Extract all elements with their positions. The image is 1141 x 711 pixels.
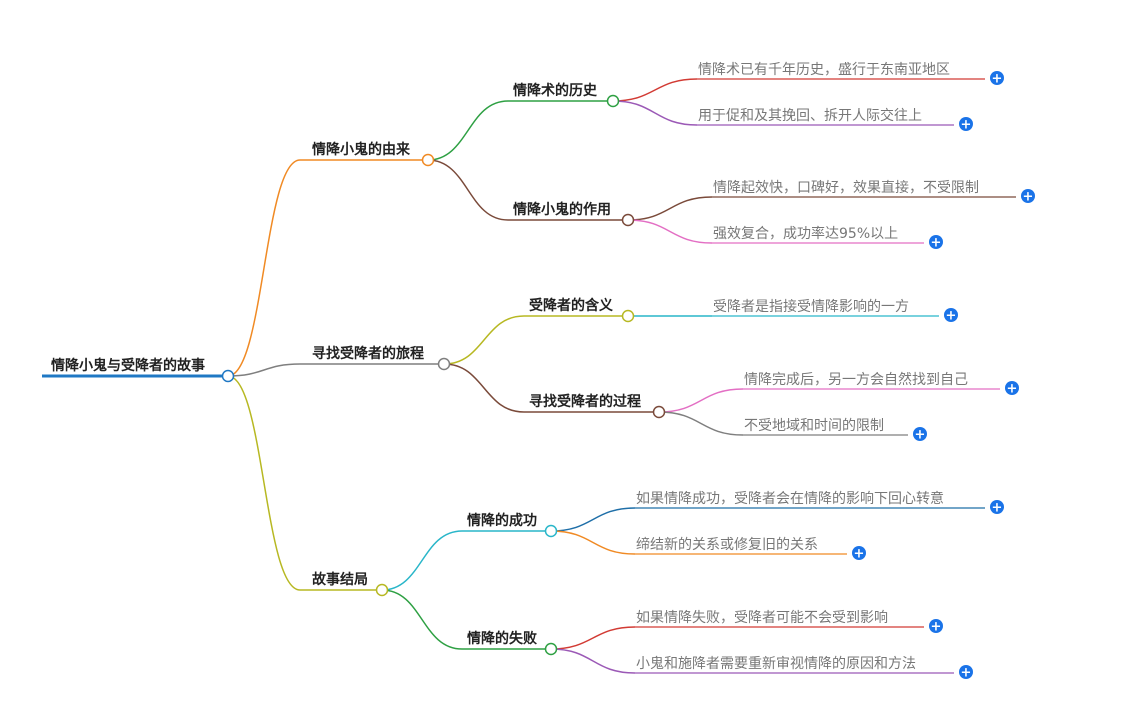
leaf-label: 不受地域和时间的限制 — [744, 418, 884, 434]
topic-label: 受降者的含义 — [529, 297, 613, 314]
branch-connector — [227, 159, 301, 377]
leaf-label: 强效复合，成功率达95%以上 — [713, 225, 898, 242]
leaf-connector — [550, 626, 636, 650]
plus-circle-icon[interactable] — [1021, 189, 1035, 203]
topic-label: 情降的失败 — [467, 630, 538, 647]
leaf-connector — [612, 100, 698, 126]
plus-circle-icon[interactable] — [929, 619, 943, 633]
leaf-connector — [550, 648, 636, 674]
collapse-toggle[interactable] — [606, 94, 620, 108]
plus-glyph: + — [915, 428, 926, 443]
collapse-toggle[interactable] — [221, 369, 235, 383]
collapse-toggle[interactable] — [375, 583, 389, 597]
leaf-label: 受降者是指接受情降影响的一方 — [713, 298, 909, 315]
expand-button[interactable]: + — [929, 235, 943, 251]
topic-connector — [427, 159, 509, 221]
plus-circle-icon[interactable] — [959, 117, 973, 131]
plus-circle-icon[interactable] — [929, 235, 943, 249]
leaf-label: 缔结新的关系或修复旧的关系 — [636, 536, 818, 553]
plus-circle-icon[interactable] — [944, 308, 958, 322]
expand-button[interactable]: + — [959, 117, 973, 133]
plus-glyph: + — [1023, 190, 1034, 205]
topic-connector — [381, 589, 463, 650]
topic-connector — [443, 315, 525, 365]
expand-button[interactable]: + — [944, 308, 958, 324]
leaf-connector — [612, 78, 698, 102]
leaf-connector — [550, 507, 636, 532]
plus-glyph: + — [931, 236, 942, 251]
plus-glyph: + — [992, 501, 1003, 516]
expand-button[interactable]: + — [959, 665, 973, 681]
plus-glyph: + — [992, 72, 1003, 87]
expand-button[interactable]: + — [913, 427, 927, 443]
collapse-toggle[interactable] — [621, 213, 635, 227]
topic-label: 情降术的历史 — [513, 82, 598, 99]
leaf-label: 情降起效快，口碑好，效果直接，不受限制 — [713, 179, 979, 196]
expand-button[interactable]: + — [1005, 381, 1019, 397]
collapse-toggle[interactable] — [544, 642, 558, 656]
branch-label: 情降小鬼的由来 — [312, 141, 411, 158]
topic-connector — [443, 363, 525, 413]
plus-circle-icon[interactable] — [990, 71, 1004, 85]
topic-label: 寻找受降者的过程 — [529, 393, 641, 410]
plus-glyph: + — [961, 666, 972, 681]
leaf-connector — [627, 196, 713, 221]
plus-circle-icon[interactable] — [1005, 381, 1019, 395]
topic-connector — [381, 530, 463, 591]
expand-button[interactable]: + — [990, 71, 1004, 87]
plus-glyph: + — [854, 547, 865, 562]
expand-button[interactable]: + — [852, 546, 866, 562]
leaf-label: 用于促和及其挽回、拆开人际交往上 — [698, 107, 922, 124]
collapse-toggle[interactable] — [437, 357, 451, 371]
leaf-label: 如果情降成功，受降者会在情降的影响下回心转意 — [636, 490, 944, 507]
branch-label: 寻找受降者的旅程 — [312, 345, 424, 362]
collapse-toggle[interactable] — [421, 153, 435, 167]
topic-connector — [427, 100, 509, 161]
collapse-toggle[interactable] — [544, 524, 558, 538]
leaf-connector — [627, 219, 713, 244]
collapse-toggle[interactable] — [652, 405, 666, 419]
collapse-toggle[interactable] — [621, 309, 635, 323]
plus-glyph: + — [1007, 382, 1018, 397]
leaf-label: 如果情降失败，受降者可能不会受到影响 — [636, 610, 888, 626]
plus-circle-icon[interactable] — [852, 546, 866, 560]
plus-glyph: + — [946, 309, 957, 324]
root-label: 情降小鬼与受降者的故事 — [51, 357, 205, 374]
leaf-label: 情降完成后，另一方会自然找到自己 — [744, 371, 968, 388]
expand-button[interactable]: + — [990, 500, 1004, 516]
leaf-label: 情降术已有千年历史，盛行于东南亚地区 — [698, 62, 950, 78]
plus-glyph: + — [931, 620, 942, 635]
expand-button[interactable]: + — [929, 619, 943, 635]
plus-circle-icon[interactable] — [913, 427, 927, 441]
leaf-connector — [550, 530, 636, 555]
branch-connector — [227, 375, 301, 591]
topic-label: 情降小鬼的作用 — [513, 201, 611, 218]
leaf-label: 小鬼和施降者需要重新审视情降的原因和方法 — [636, 656, 916, 672]
branch-label: 故事结局 — [312, 571, 368, 588]
plus-glyph: + — [961, 118, 972, 133]
plus-circle-icon[interactable] — [959, 665, 973, 679]
leaf-connector — [658, 411, 744, 436]
branch-connector — [227, 363, 301, 377]
plus-circle-icon[interactable] — [990, 500, 1004, 514]
expand-button[interactable]: + — [1021, 189, 1035, 205]
leaf-connector — [658, 388, 744, 413]
topic-label: 情降的成功 — [467, 512, 537, 529]
